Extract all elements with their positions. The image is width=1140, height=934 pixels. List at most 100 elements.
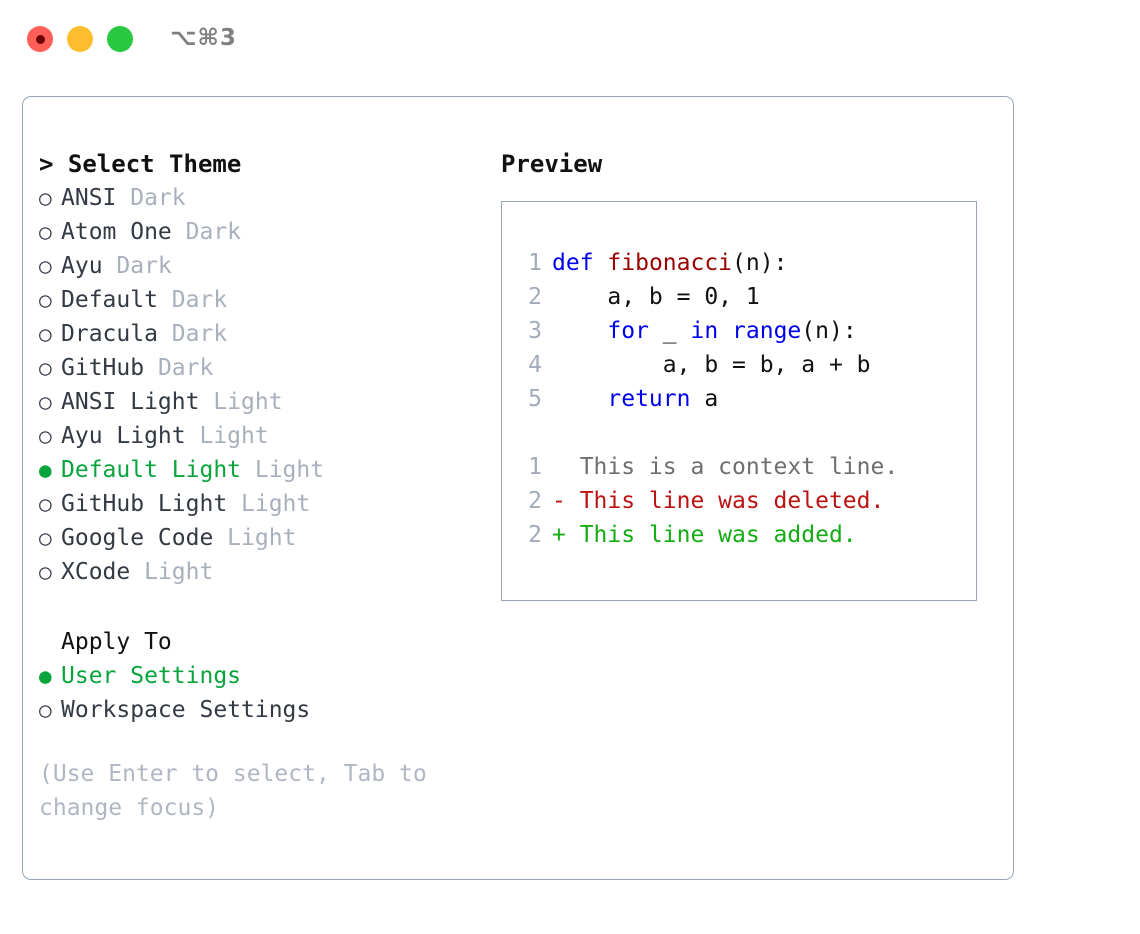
theme-option-6[interactable]: ○ ANSI Light Light [39,385,479,419]
code-line: 5 return a [516,382,898,416]
theme-option-label: Default [61,287,158,313]
select-theme-header: > Select Theme [39,150,242,178]
code-token-pl: a, b = b, a + b [552,352,871,378]
theme-option-variant-tag: Light [241,457,325,483]
theme-option-0[interactable]: ○ANSI Dark [39,181,479,215]
preview-title: Preview [501,150,603,178]
minimize-button[interactable] [67,26,93,52]
radio-unselected-icon: ○ [39,526,52,550]
code-line-text: a, b = 0, 1 [552,280,760,314]
keyboard-hint-text: (Use Enter to select, Tab to change focu… [39,761,441,821]
code-line: 3 for _ in range(n): [516,314,898,348]
theme-list-column: > Select Theme ○ANSI Dark○Atom One Dark○… [39,147,479,825]
code-token-kw: def [552,250,594,276]
theme-option-variant-tag: Light [213,525,297,551]
theme-option-variant-tag: Dark [157,287,228,313]
theme-option-9[interactable]: ○GitHub Light Light [39,487,479,521]
radio-unselected-icon: ○ [39,288,52,312]
radio-unselected-icon: ○ [39,560,52,584]
list-spacer [39,589,479,625]
apply-option-label: User Settings [61,663,242,689]
theme-option-variant-tag: Light [199,389,283,415]
radio-unselected-icon: ○ [39,220,52,244]
code-token-pl: a, b = 0, 1 [552,284,760,310]
hint-spacer [39,727,479,757]
theme-option-8[interactable]: ●Default Light Light [39,453,479,487]
apply-option-label: Workspace Settings [61,697,311,723]
maximize-button[interactable] [107,26,133,52]
code-token-pl: a [690,386,719,412]
close-button[interactable] [27,26,53,52]
code-token-kw: in [690,318,719,344]
theme-option-variant-tag: Light [185,423,269,449]
code-token-kw: return [607,386,691,412]
theme-option-5[interactable]: ○GitHub Dark [39,351,479,385]
theme-option-label: Ayu Light [61,423,186,449]
theme-option-list[interactable]: ○ANSI Dark○Atom One Dark○Ayu Dark○Defaul… [39,181,479,589]
theme-option-label: Ayu [61,253,103,279]
theme-option-label: XCode [61,559,131,585]
apply-option-1[interactable]: ○ Workspace Settings [39,693,479,727]
code-line-number: 3 [528,318,542,344]
apply-to-option-list[interactable]: ●User Settings ○ Workspace Settings [39,659,479,727]
code-token-fn: fibonacci [607,250,733,276]
theme-option-label: Atom One [61,219,172,245]
title-bar: ⌥⌘3 [0,0,1140,76]
theme-option-7[interactable]: ○ Ayu Light Light [39,419,479,453]
diff-sample: 1 This is a context line. 2 - This line wa… [516,450,898,552]
theme-option-11[interactable]: ○XCode Light [39,555,479,589]
theme-option-2[interactable]: ○ Ayu Dark [39,249,479,283]
radio-unselected-icon: ○ [39,390,52,414]
theme-option-variant-tag: Dark [157,321,228,347]
theme-option-10[interactable]: ○ Google Code Light [39,521,479,555]
diff-line-text-add: + This line was added. [552,522,857,548]
code-token-pl [594,250,608,276]
traffic-light-buttons [27,26,133,52]
radio-unselected-icon: ○ [39,186,52,210]
apply-to-header: Apply To [61,629,172,655]
theme-option-3[interactable]: ○ Default Dark [39,283,479,317]
code-token-pl: (n): [732,250,788,276]
code-token-pl [718,318,732,344]
code-token-pl: _ [648,318,691,344]
theme-option-label: Default Light [61,457,242,483]
code-line: 4 a, b = b, a + b [516,348,898,382]
theme-option-variant-tag: Dark [171,219,242,245]
diff-line: 2 + This line was added. [516,518,898,552]
code-line-text: def fibonacci(n): [552,246,787,280]
theme-option-variant-tag: Dark [144,355,214,381]
radio-unselected-icon: ○ [39,322,52,346]
apply-option-0[interactable]: ●User Settings [39,659,479,693]
theme-option-variant-tag: Dark [102,253,172,279]
code-token-pl [552,386,607,412]
code-line-text: a, b = b, a + b [552,348,871,382]
window-shortcut-label: ⌥⌘3 [170,25,237,51]
diff-line-number: 2 [528,522,542,548]
code-line-number: 2 [528,284,542,310]
code-line-text: for _ in range(n): [552,314,856,348]
code-line-number: 4 [528,352,542,378]
theme-option-variant-tag: Dark [116,185,186,211]
theme-option-1[interactable]: ○ Atom One Dark [39,215,479,249]
radio-unselected-icon: ○ [39,254,52,278]
code-token-kw: for [607,318,649,344]
theme-option-label: GitHub [61,355,145,381]
radio-unselected-icon: ○ [39,492,52,516]
radio-unselected-icon: ○ [39,424,52,448]
diff-line-text-ctx: This is a context line. [552,454,899,480]
theme-option-label: Google Code [61,525,214,551]
code-line: 2 a, b = 0, 1 [516,280,898,314]
diff-line: 1 This is a context line. [516,450,898,484]
diff-line-number: 2 [528,488,542,514]
radio-unselected-icon: ○ [39,698,52,722]
theme-option-4[interactable]: ○Dracula Dark [39,317,479,351]
diff-line-text-del: - This line was deleted. [552,488,885,514]
theme-option-label: ANSI Light [61,389,200,415]
diff-line-number: 1 [528,454,542,480]
